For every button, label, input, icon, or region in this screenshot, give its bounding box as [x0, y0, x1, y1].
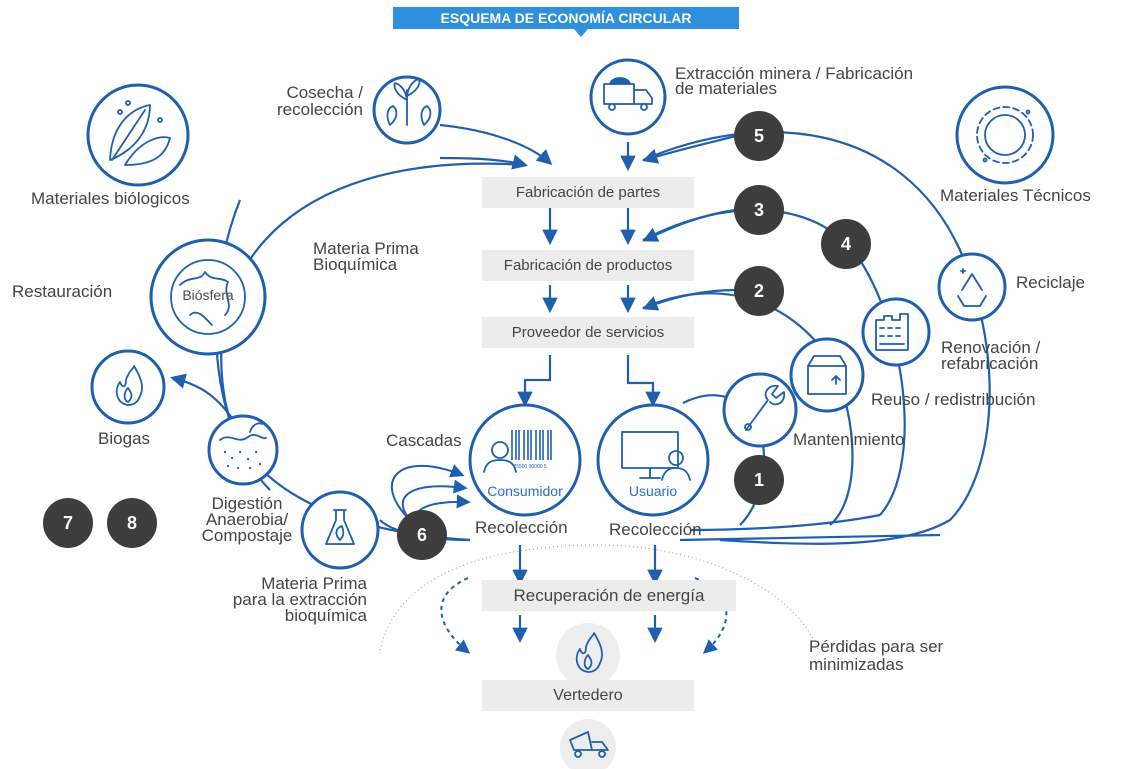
- badge-4: 4: [821, 219, 871, 269]
- label-materia-prima-extraccion: Materia Prima para la extracción bioquím…: [232, 574, 367, 625]
- label-reuso: Reuso / redistribución: [871, 390, 1036, 409]
- icon-circle-renovacion: [861, 297, 931, 367]
- cascade-arrow-1: [390, 464, 465, 521]
- label-mantenimiento: Mantenimiento: [793, 430, 905, 449]
- barcode-graphic: [511, 430, 552, 460]
- arrow-servicios-usuario: [626, 355, 661, 408]
- arrow-2-in: [642, 288, 738, 311]
- badge-2: 2: [734, 266, 784, 316]
- icon-circle-materia: [300, 490, 380, 570]
- gear-icon: [976, 106, 1034, 164]
- icon-circle-extraccion: [589, 58, 667, 136]
- wrench-icon: [744, 384, 786, 431]
- energy-flame-icon: [575, 632, 603, 673]
- loop-harvest: [439, 123, 553, 166]
- label-cascadas: Cascadas: [386, 431, 462, 450]
- person-barcode-icon: [483, 441, 517, 473]
- truck-icon: [603, 77, 653, 111]
- loss-arrow-right: [694, 577, 728, 654]
- label-digestion: Digestión Anaerobia/ Compostaje: [201, 494, 293, 545]
- dump-truck-icon: [569, 731, 609, 758]
- loop-inner-bio-arrow: [439, 154, 528, 170]
- label-perdidas: Pérdidas para ser minimizadas: [809, 637, 944, 674]
- badge-8: 8: [107, 498, 157, 548]
- box-vertedero: Vertedero: [482, 680, 694, 711]
- collection-right2: [689, 513, 881, 532]
- label-usuario: Usuario: [628, 483, 678, 499]
- label-restauracion: Restauración: [12, 282, 113, 301]
- loop-technical-5: [642, 131, 991, 545]
- label-cosecha: Cosecha / recolección: [277, 83, 363, 119]
- label-biogas: Biogas: [98, 429, 150, 448]
- label-recoleccion-left: Recolección: [475, 518, 568, 537]
- loop-biogas: [170, 373, 233, 419]
- icon-circle-consumidor: [468, 403, 582, 517]
- label-materia-prima-bioquimica: Materia Prima Bioquímica: [313, 239, 419, 274]
- box-fabricacion-productos: Fabricación de productos: [482, 250, 694, 281]
- badge-1: 1: [734, 455, 784, 505]
- icon-circle-tecnicos: [955, 85, 1055, 185]
- badge-3: 3: [734, 185, 784, 235]
- loss-arrow-left: [440, 577, 471, 654]
- box-fabricacion-partes: Fabricación de partes: [482, 177, 694, 208]
- flask-icon: [325, 509, 355, 545]
- label-materiales-biologicos: Materiales biólogicos: [31, 189, 190, 208]
- icon-circle-digestion: [207, 414, 279, 486]
- label-materiales-tecnicos: Materiales Técnicos: [940, 186, 1091, 205]
- fish-plant-icon: [386, 78, 432, 126]
- arrow-servicios-consumidor: [517, 355, 552, 408]
- collection-right: [679, 533, 941, 542]
- diagram-title: ESQUEMA DE ECONOMÍA CIRCULAR: [393, 7, 739, 29]
- box-proveedor-servicios: Proveedor de servicios: [482, 317, 694, 348]
- factory-icon: [875, 313, 909, 351]
- barcode-number: 25500 00000 5: [513, 464, 547, 470]
- label-consumidor: Consumidor: [487, 483, 563, 499]
- soil-icon: [219, 422, 267, 470]
- icon-circle-biologicos: [86, 83, 190, 187]
- badge-5: 5: [734, 111, 784, 161]
- flame-icon: [115, 365, 143, 406]
- arrow-3-in: [642, 208, 736, 242]
- box-icon: [807, 355, 847, 395]
- label-extraccion: Extracción minera / Fabricación de mater…: [675, 64, 914, 98]
- icon-circle-vertedero: [560, 719, 616, 769]
- icon-circle-biogas: [90, 349, 166, 425]
- label-recoleccion-right: Recolección: [609, 520, 702, 539]
- label-renovacion: Renovación / refabricación: [941, 338, 1041, 373]
- person-monitor-icon: [621, 431, 691, 481]
- title-pointer: [574, 29, 588, 37]
- icon-circle-reuso: [789, 337, 865, 413]
- globe-icon: [170, 259, 246, 335]
- losses-boundary: [379, 544, 821, 656]
- recycle-icon: [957, 268, 987, 307]
- icon-circle-reciclaje: [937, 252, 1007, 322]
- badge-6: 6: [397, 510, 447, 560]
- box-recuperacion-energia: Recuperación de energía: [482, 580, 736, 611]
- label-biosfera: Biósfera: [182, 287, 234, 303]
- icon-circle-biosfera: [149, 238, 267, 356]
- label-reciclaje: Reciclaje: [1016, 273, 1085, 292]
- leaves-icon: [109, 100, 171, 166]
- badge-7: 7: [43, 498, 93, 548]
- arrow-5-in: [642, 133, 741, 164]
